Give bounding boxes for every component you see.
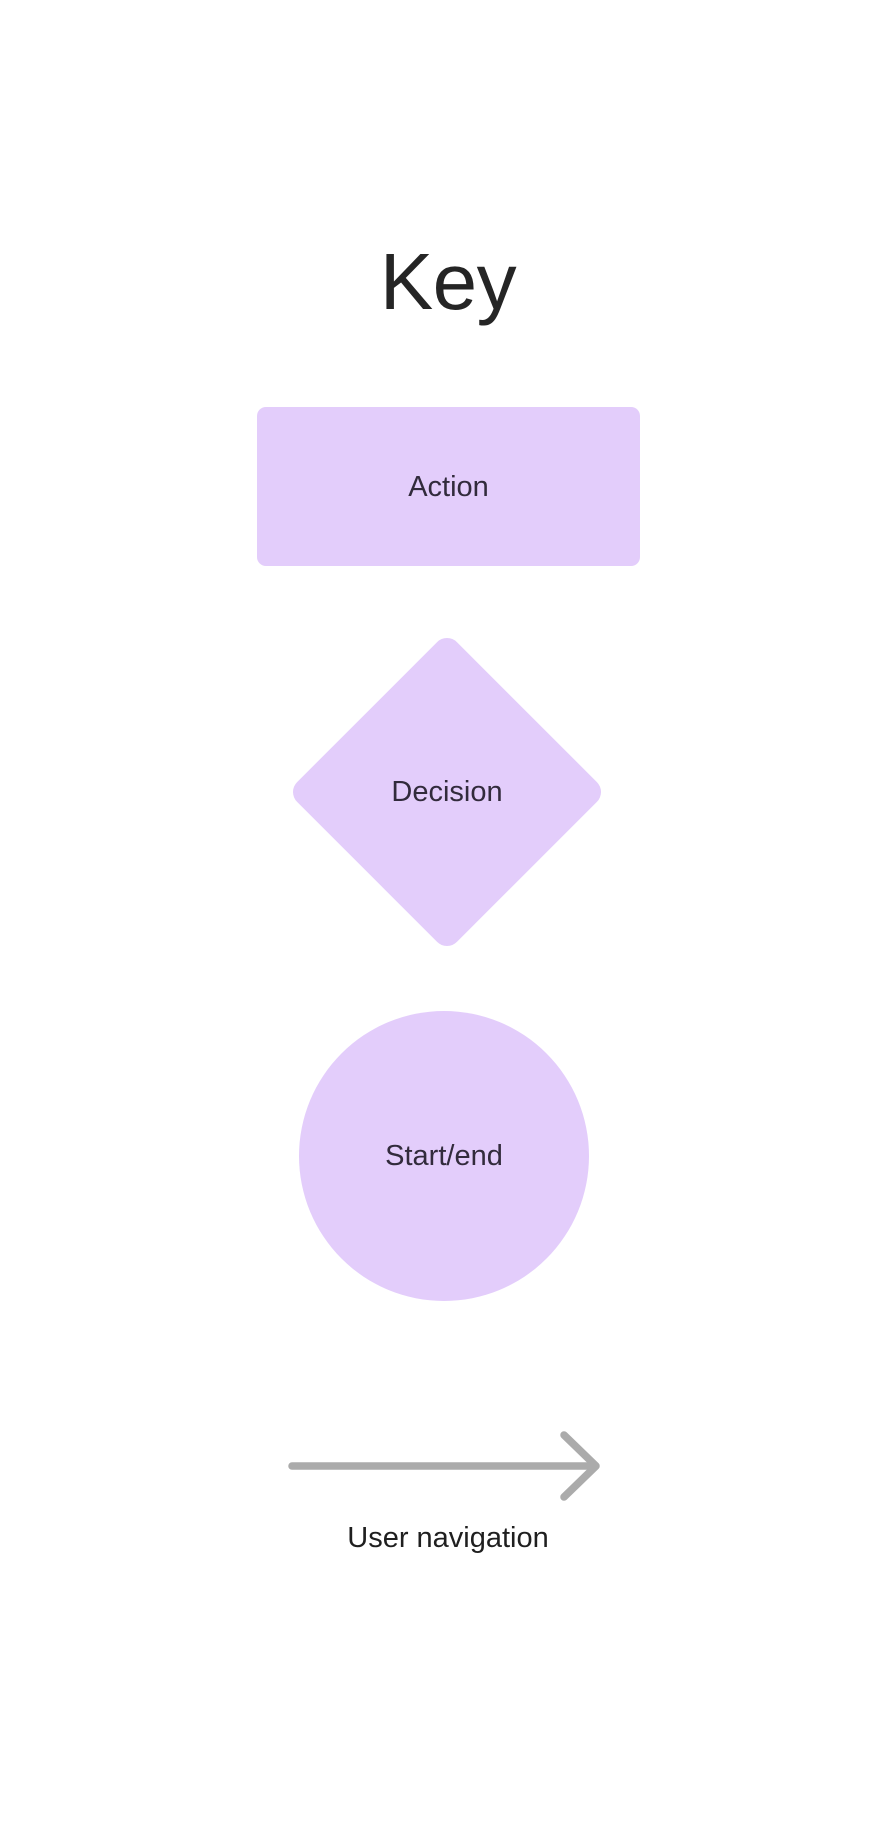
right-arrow-icon — [288, 1431, 600, 1501]
legend-item-start-end: Start/end — [299, 1011, 589, 1301]
legend-item-decision: Decision — [287, 631, 607, 952]
legend-item-action: Action — [257, 407, 640, 566]
legend-item-start-end-label: Start/end — [385, 1140, 503, 1172]
legend-item-decision-label: Decision — [391, 775, 503, 808]
legend-item-user-navigation: User navigation — [0, 1418, 896, 1556]
page-title: Key — [379, 237, 517, 326]
legend-item-user-navigation-label: User navigation — [347, 1522, 549, 1554]
legend-item-action-label: Action — [408, 470, 489, 503]
